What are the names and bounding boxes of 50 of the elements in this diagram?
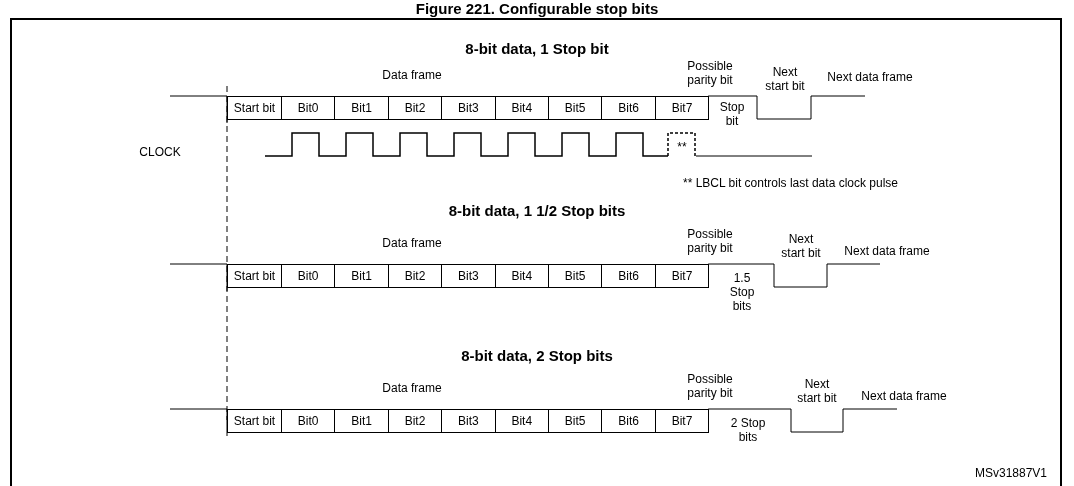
data-bit-cell: Bit2 <box>387 409 443 433</box>
signal-label: Next data frame <box>843 244 931 258</box>
data-bit-cell: Bit4 <box>494 96 549 120</box>
data-bit-cell: Bit1 <box>334 96 389 120</box>
data-bit-cell: Bit2 <box>387 96 443 120</box>
data-bit-cell: Bit5 <box>548 264 603 288</box>
figure-title: Figure 221. Configurable stop bits <box>414 0 660 17</box>
start-bit-cell: Start bit <box>227 96 282 120</box>
signal-label: Possible parity bit <box>686 227 734 255</box>
data-bit-cell: Bit7 <box>654 264 710 288</box>
signal-label: Next data frame <box>860 389 948 403</box>
start-bit-cell: Start bit <box>227 409 282 433</box>
figure-id: MSv31887V1 <box>975 466 1049 480</box>
signal-label: 1.5 Stop bits <box>728 271 756 313</box>
signal-label: Possible parity bit <box>686 59 734 87</box>
data-bit-cell: Bit4 <box>494 264 549 288</box>
signal-label: CLOCK <box>138 145 182 159</box>
signal-label: Possible parity bit <box>686 372 734 400</box>
data-bit-cell: Bit5 <box>548 96 603 120</box>
data-bit-cell: Bit4 <box>494 409 549 433</box>
footnote: ** LBCL bit controls last data clock pulse <box>683 176 899 190</box>
data-bit-cell: Bit6 <box>601 96 656 120</box>
data-bit-cell: Bit7 <box>654 409 710 433</box>
signal-label: Next start bit <box>780 232 822 260</box>
data-bit-cell: Bit7 <box>654 96 710 120</box>
signal-label: ** <box>676 140 688 154</box>
signal-label: Next start bit <box>796 377 838 405</box>
signal-label: Data frame <box>381 68 443 82</box>
data-bit-cell: Bit0 <box>281 409 336 433</box>
data-bit-cell: Bit3 <box>441 409 496 433</box>
section-heading: 8-bit data, 1 Stop bit <box>464 40 610 57</box>
start-bit-cell: Start bit <box>227 264 282 288</box>
data-bit-cell: Bit5 <box>548 409 603 433</box>
signal-label: Stop bit <box>718 100 746 128</box>
section-heading: 8-bit data, 2 Stop bits <box>460 347 614 364</box>
signal-label: Next data frame <box>826 70 914 84</box>
signal-label: Data frame <box>381 381 443 395</box>
data-bit-cell: Bit6 <box>601 409 656 433</box>
signal-label: Next start bit <box>764 65 806 93</box>
data-bit-cell: Bit6 <box>601 264 656 288</box>
data-bit-cell: Bit3 <box>441 264 496 288</box>
signal-label: 2 Stop bits <box>730 416 766 444</box>
data-bit-cell: Bit0 <box>281 264 336 288</box>
data-bit-cell: Bit1 <box>334 264 389 288</box>
data-bit-cell: Bit0 <box>281 96 336 120</box>
data-bit-cell: Bit2 <box>387 264 443 288</box>
signal-label: Data frame <box>381 236 443 250</box>
data-bit-cell: Bit3 <box>441 96 496 120</box>
section-heading: 8-bit data, 1 1/2 Stop bits <box>447 202 627 219</box>
data-bit-cell: Bit1 <box>334 409 389 433</box>
